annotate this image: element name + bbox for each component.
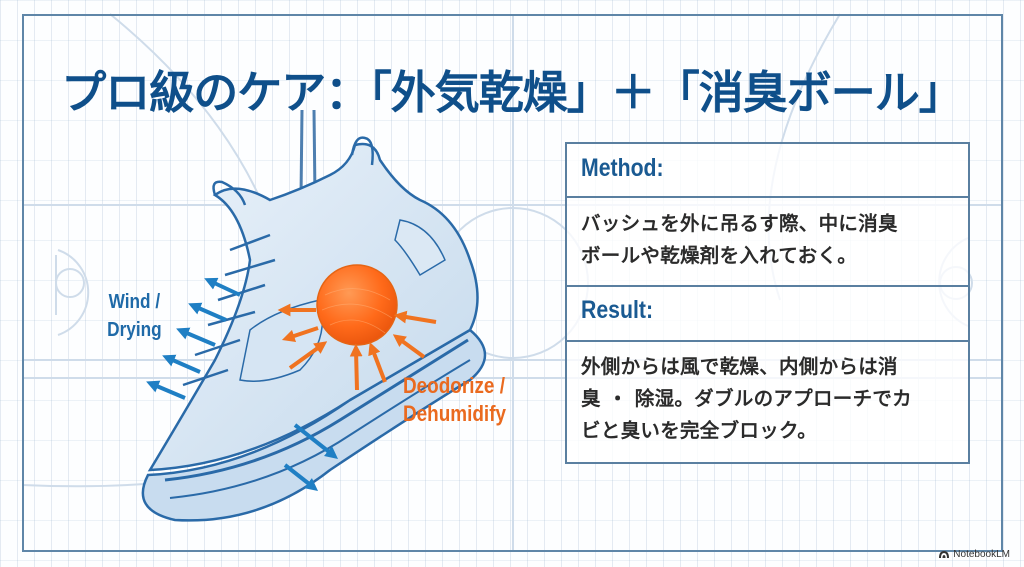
divider bbox=[567, 285, 968, 287]
deodorize-label-line1: Deodorize / bbox=[403, 373, 505, 398]
wind-label-line2: Drying bbox=[107, 319, 162, 341]
result-heading-text: Result: bbox=[581, 296, 654, 324]
method-heading-text: Method: bbox=[581, 154, 664, 182]
slide-frame bbox=[22, 14, 1003, 552]
result-body: 外側からは風で乾燥、内側からは消 臭 ・ 除湿。ダブルのアプローチでカ ビと臭い… bbox=[567, 351, 968, 447]
notebooklm-branding: NotebookLM bbox=[938, 549, 1010, 560]
wind-drying-label: Wind / Drying bbox=[100, 288, 169, 344]
divider bbox=[567, 340, 968, 342]
deodorize-dehumidify-label: Deodorize / Dehumidify bbox=[403, 372, 506, 428]
result-line: 外側からは風で乾燥、内側からは消 bbox=[581, 355, 898, 378]
result-heading: Result: bbox=[567, 296, 968, 325]
method-body: バッシュを外に吊るす際、中に消臭 ボールや乾燥剤を入れておく。 bbox=[567, 208, 968, 272]
result-line: ビと臭いを完全ブロック。 bbox=[581, 419, 818, 442]
method-line: ボールや乾燥剤を入れておく。 bbox=[581, 244, 858, 267]
deodorize-arrows bbox=[277, 303, 437, 391]
result-line: 臭 ・ 除湿。ダブルのアプローチでカ bbox=[581, 387, 912, 410]
deodorize-label-line2: Dehumidify bbox=[403, 401, 507, 426]
divider bbox=[567, 196, 968, 198]
wind-arrows bbox=[146, 277, 339, 491]
info-box: Method: バッシュを外に吊るす際、中に消臭 ボールや乾燥剤を入れておく。 … bbox=[565, 142, 970, 464]
slide-title: プロ級のケア：「外気乾燥」＋「消臭ボール」 bbox=[61, 66, 964, 120]
wind-label-line1: Wind / bbox=[108, 291, 161, 313]
notebooklm-logo-icon bbox=[939, 551, 950, 558]
method-line: バッシュを外に吊るす際、中に消臭 bbox=[581, 212, 898, 235]
method-heading: Method: bbox=[567, 154, 968, 183]
branding-label: NotebookLM bbox=[953, 549, 1010, 560]
